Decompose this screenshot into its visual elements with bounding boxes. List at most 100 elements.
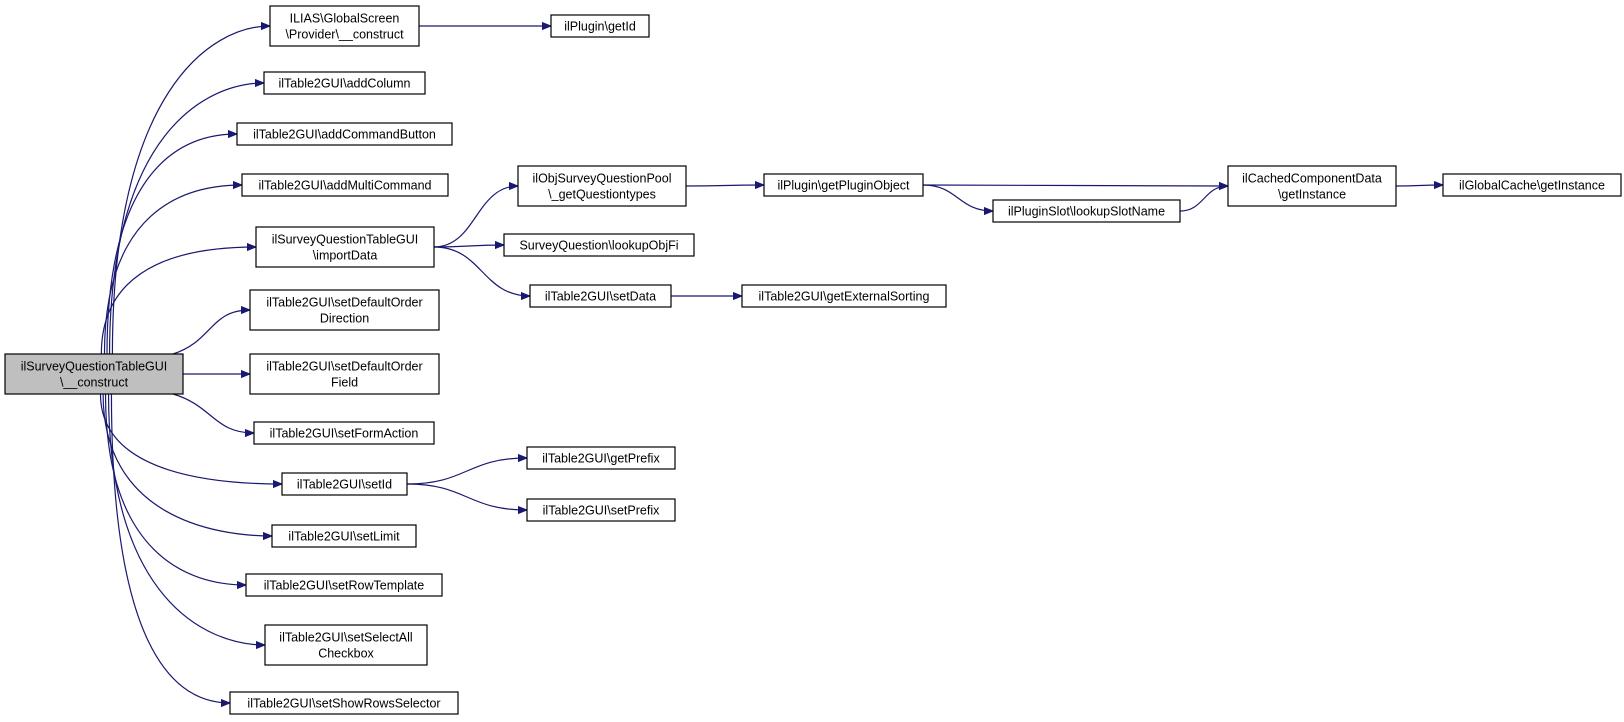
node-box [249, 353, 440, 395]
node-box [229, 691, 459, 715]
node-box [526, 498, 676, 522]
nodes-layer: ilSurveyQuestionTableGUI \__construct ILIA… [4, 5, 1622, 715]
edge-lookupslotname-to-cached_getinstance [1179, 186, 1228, 212]
node-label: Checkbox [318, 647, 374, 661]
node-lookupobjfi[interactable]: SurveyQuestion\lookupObjFi [503, 233, 695, 257]
node-setlimit[interactable]: ilTable2GUI\setLimit [271, 524, 417, 548]
edge-root-to-addmulticommand [103, 185, 242, 355]
node-getpluginobject[interactable]: ilPlugin\getPluginObject [763, 173, 924, 197]
edge-importdata-to-lookupobjfi [433, 245, 504, 247]
node-getexternalsorting[interactable]: ilTable2GUI\getExternalSorting [741, 284, 947, 308]
node-label: ilTable2GUI\setData [545, 290, 656, 304]
node-box [255, 226, 435, 268]
node-label: \__construct [60, 376, 129, 390]
node-box [1442, 173, 1622, 197]
node-box [992, 199, 1181, 223]
edge-root-to-setformaction [172, 393, 254, 433]
node-label: ilTable2GUI\setRowTemplate [264, 579, 425, 593]
node-gs_construct[interactable]: ILIAS\GlobalScreen \Provider\__construct [269, 5, 420, 47]
node-cached_getinstance[interactable]: ilCachedComponentData \getInstance [1227, 165, 1397, 207]
edge-cached_getinstance-to-globalcache_getinstance [1395, 185, 1443, 186]
node-label: ilPlugin\getPluginObject [777, 179, 910, 193]
node-label: ilTable2GUI\setDefaultOrder [266, 296, 422, 310]
node-setformaction[interactable]: ilTable2GUI\setFormAction [253, 421, 435, 445]
node-setprefix[interactable]: ilTable2GUI\setPrefix [526, 498, 676, 522]
node-box [249, 289, 440, 331]
node-label: SurveyQuestion\lookupObjFi [519, 239, 678, 253]
node-label: ilTable2GUI\addMultiCommand [259, 179, 432, 193]
node-label: ilGlobalCache\getInstance [1459, 179, 1605, 193]
node-label: \Provider\__construct [285, 28, 404, 42]
node-box [4, 353, 184, 395]
node-label: ilPlugin\getId [564, 20, 636, 34]
node-label: ilTable2GUI\setId [297, 478, 392, 492]
node-importdata[interactable]: ilSurveyQuestionTableGUI \importData [255, 226, 435, 268]
node-box [1227, 165, 1397, 207]
node-box [503, 233, 695, 257]
node-box [550, 14, 650, 38]
node-box [264, 624, 428, 666]
node-label: ilSurveyQuestionTableGUI [272, 233, 419, 247]
node-label: ilTable2GUI\setSelectAll [279, 631, 412, 645]
node-box [763, 173, 924, 197]
edges-layer [99, 26, 1444, 703]
node-setid[interactable]: ilTable2GUI\setId [281, 472, 408, 496]
node-label: ilSurveyQuestionTableGUI [21, 360, 168, 374]
node-label: ilTable2GUI\setShowRowsSelector [247, 697, 440, 711]
node-box [271, 524, 417, 548]
node-addmulticommand[interactable]: ilTable2GUI\addMultiCommand [241, 173, 449, 197]
node-setshowrowsselector[interactable]: ilTable2GUI\setShowRowsSelector [229, 691, 459, 715]
node-label: \importData [313, 249, 378, 263]
node-label: ilTable2GUI\setPrefix [543, 504, 660, 518]
node-globalcache_getinstance[interactable]: ilGlobalCache\getInstance [1442, 173, 1622, 197]
node-box [526, 446, 676, 470]
node-box [281, 472, 408, 496]
node-box [241, 173, 449, 197]
edge-getquestiontypes-to-getpluginobject [685, 185, 764, 186]
edge-root-to-setdefaultorderdirection [172, 310, 250, 355]
node-addcolumn[interactable]: ilTable2GUI\addColumn [263, 71, 426, 95]
edge-root-to-gs_construct [111, 26, 270, 355]
node-label: ilTable2GUI\setDefaultOrder [266, 360, 422, 374]
node-setrowtemplate[interactable]: ilTable2GUI\setRowTemplate [245, 573, 443, 597]
node-setdata[interactable]: ilTable2GUI\setData [529, 284, 672, 308]
node-box [529, 284, 672, 308]
node-root[interactable]: ilSurveyQuestionTableGUI \__construct [4, 353, 184, 395]
node-getquestiontypes[interactable]: ilObjSurveyQuestionPool \_getQuestiontype… [517, 165, 687, 207]
edge-root-to-setshowrowsselector [110, 393, 230, 703]
node-label: \getInstance [1278, 188, 1346, 202]
node-label: ilPluginSlot\lookupSlotName [1008, 205, 1165, 219]
node-box [517, 165, 687, 207]
node-box [741, 284, 947, 308]
node-box [236, 122, 453, 146]
node-label: ilTable2GUI\addColumn [278, 77, 410, 91]
node-label: ilTable2GUI\setLimit [288, 530, 400, 544]
node-box [269, 5, 420, 47]
edge-root-to-setrowtemplate [104, 393, 246, 585]
node-getprefix[interactable]: ilTable2GUI\getPrefix [526, 446, 676, 470]
node-label: ilCachedComponentData [1242, 172, 1382, 186]
node-label: \_getQuestiontypes [548, 188, 656, 202]
edge-getpluginobject-to-cached_getinstance [922, 185, 1228, 186]
node-lookupslotname[interactable]: ilPluginSlot\lookupSlotName [992, 199, 1181, 223]
node-label: ilTable2GUI\getPrefix [542, 452, 660, 466]
edge-setid-to-setprefix [406, 483, 527, 510]
node-label: ilObjSurveyQuestionPool [533, 172, 672, 186]
node-box [245, 573, 443, 597]
edge-importdata-to-getquestiontypes [433, 186, 518, 248]
node-box [263, 71, 426, 95]
node-label: ILIAS\GlobalScreen [290, 12, 400, 26]
node-addcommandbutton[interactable]: ilTable2GUI\addCommandButton [236, 122, 453, 146]
edge-root-to-setlimit [102, 393, 272, 536]
node-label: ilTable2GUI\getExternalSorting [759, 290, 930, 304]
node-box [253, 421, 435, 445]
edge-root-to-importdata [100, 247, 256, 355]
node-label: ilTable2GUI\setFormAction [270, 427, 419, 441]
node-label: ilTable2GUI\addCommandButton [253, 128, 436, 142]
node-label: Direction [320, 312, 369, 326]
node-plugin_getid[interactable]: ilPlugin\getId [550, 14, 650, 38]
node-label: Field [331, 376, 358, 390]
